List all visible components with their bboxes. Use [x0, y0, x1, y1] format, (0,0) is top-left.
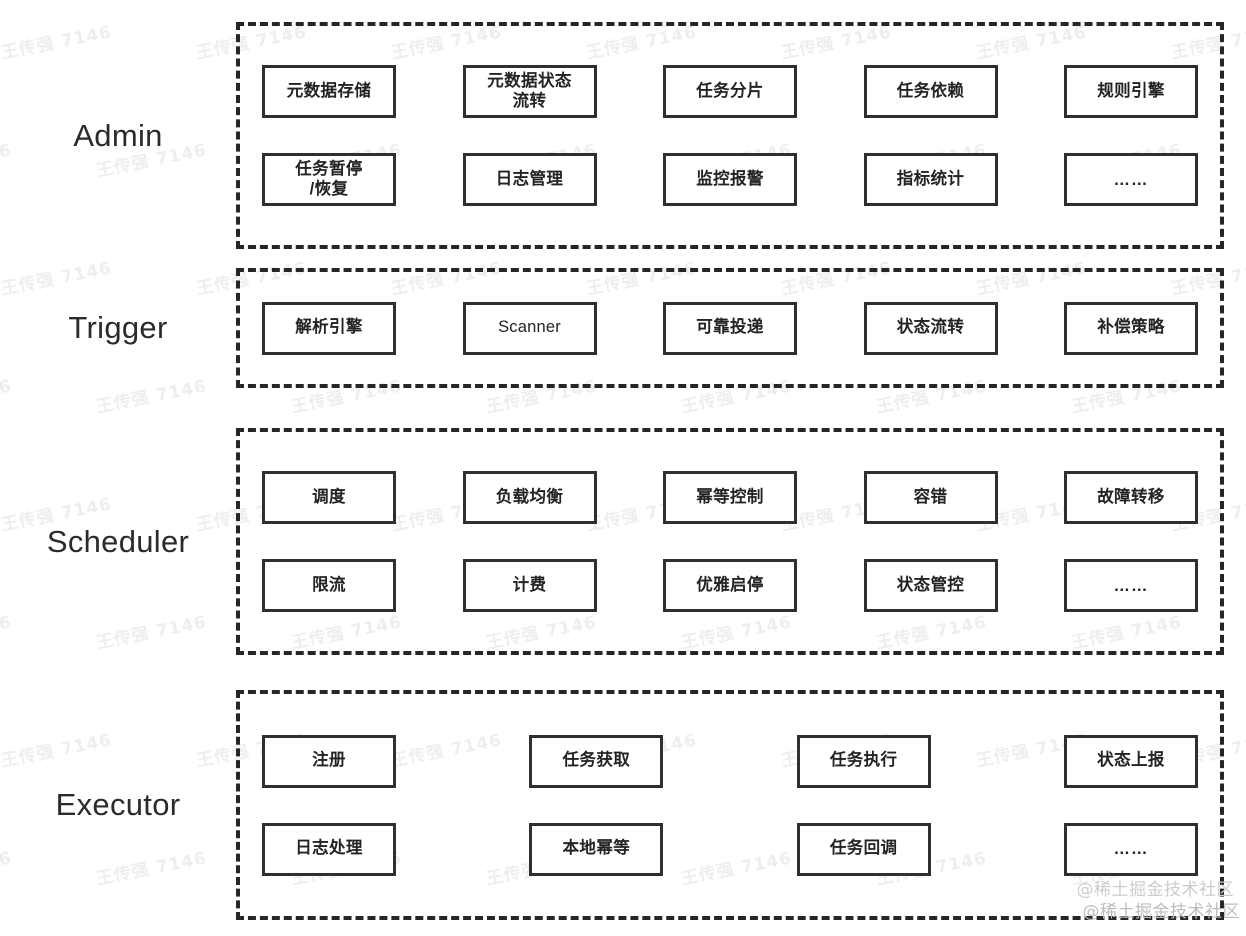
component-node[interactable]: 任务暂停 /恢复 — [262, 153, 396, 206]
component-node[interactable]: 状态管控 — [863, 559, 998, 612]
component-node[interactable]: 负载均衡 — [462, 471, 597, 524]
component-node[interactable]: 故障转移 — [1064, 471, 1198, 524]
component-node[interactable]: 元数据存储 — [262, 65, 396, 118]
component-node[interactable]: 日志管理 — [462, 153, 597, 206]
layer-trigger: Trigger 解析引擎 Scanner 可靠投递 状态流转 补偿策略 — [0, 268, 1246, 388]
component-node[interactable]: 任务回调 — [796, 822, 931, 876]
component-node[interactable]: 监控报警 — [663, 153, 797, 206]
component-node[interactable]: 幂等控制 — [663, 471, 797, 524]
component-node[interactable]: 调度 — [262, 471, 396, 524]
node-row: 任务暂停 /恢复 日志管理 监控报警 指标统计 …… — [262, 153, 1198, 206]
component-node[interactable]: 任务获取 — [529, 734, 664, 788]
layer-container-trigger: 解析引擎 Scanner 可靠投递 状态流转 补偿策略 — [236, 268, 1224, 388]
layer-label-trigger: Trigger — [68, 310, 168, 345]
component-node[interactable]: 日志处理 — [262, 822, 396, 876]
component-node[interactable]: 任务执行 — [796, 734, 931, 788]
node-row: 元数据存储 元数据状态 流转 任务分片 任务依赖 规则引擎 — [262, 65, 1198, 118]
component-node[interactable]: 指标统计 — [863, 153, 998, 206]
node-row: 注册 任务获取 任务执行 状态上报 — [262, 734, 1198, 788]
component-node[interactable]: …… — [1064, 153, 1198, 206]
layer-container-executor: 注册 任务获取 任务执行 状态上报日志处理 本地幂等 任务回调 …… — [236, 690, 1224, 920]
node-row: 限流 计费 优雅启停 状态管控 …… — [262, 559, 1198, 612]
layer-label-scheduler: Scheduler — [46, 523, 190, 559]
component-node[interactable]: 元数据状态 流转 — [462, 65, 597, 118]
component-node[interactable]: 可靠投递 — [663, 301, 797, 355]
layer-admin: Admin 元数据存储 元数据状态 流转 任务分片 任务依赖 规则引擎任务暂停 /恢复 日志… — [0, 22, 1246, 249]
component-node[interactable]: 补偿策略 — [1064, 301, 1198, 355]
node-row: 日志处理 本地幂等 任务回调 …… — [262, 822, 1198, 876]
layer-scheduler: Scheduler 调度 负载均衡 幂等控制 容错 故障转移限流 计费 优雅启停 状态管控 …… — [0, 428, 1246, 655]
layer-label-admin: Admin — [73, 117, 163, 153]
node-row: 调度 负载均衡 幂等控制 容错 故障转移 — [262, 471, 1198, 524]
component-node[interactable]: 计费 — [462, 559, 597, 612]
component-node[interactable]: 状态上报 — [1063, 734, 1198, 788]
component-node[interactable]: Scanner — [462, 301, 597, 355]
component-node[interactable]: …… — [1063, 822, 1198, 876]
community-credit-primary: @稀土掘金技术社区 — [1076, 880, 1234, 900]
layer-container-scheduler: 调度 负载均衡 幂等控制 容错 故障转移限流 计费 优雅启停 状态管控 …… — [236, 428, 1224, 655]
component-node[interactable]: 规则引擎 — [1064, 65, 1198, 118]
component-node[interactable]: 优雅启停 — [663, 559, 797, 612]
component-node[interactable]: 任务依赖 — [863, 65, 998, 118]
layer-executor: Executor 注册 任务获取 任务执行 状态上报日志处理 本地幂等 任务回调 …… — [0, 690, 1246, 920]
component-node[interactable]: …… — [1064, 559, 1198, 612]
component-node[interactable]: 任务分片 — [663, 65, 797, 118]
node-row: 解析引擎 Scanner 可靠投递 状态流转 补偿策略 — [262, 301, 1198, 355]
component-node[interactable]: 容错 — [863, 471, 998, 524]
component-node[interactable]: 解析引擎 — [262, 301, 396, 355]
component-node[interactable]: 限流 — [262, 559, 396, 612]
community-credit-secondary: @稀土掘金技术社区 — [1082, 902, 1240, 922]
layer-label-executor: Executor — [55, 787, 181, 822]
component-node[interactable]: 状态流转 — [863, 301, 998, 355]
component-node[interactable]: 注册 — [262, 734, 396, 788]
component-node[interactable]: 本地幂等 — [529, 822, 664, 876]
layer-container-admin: 元数据存储 元数据状态 流转 任务分片 任务依赖 规则引擎任务暂停 /恢复 日志管理 监控报… — [236, 22, 1224, 249]
